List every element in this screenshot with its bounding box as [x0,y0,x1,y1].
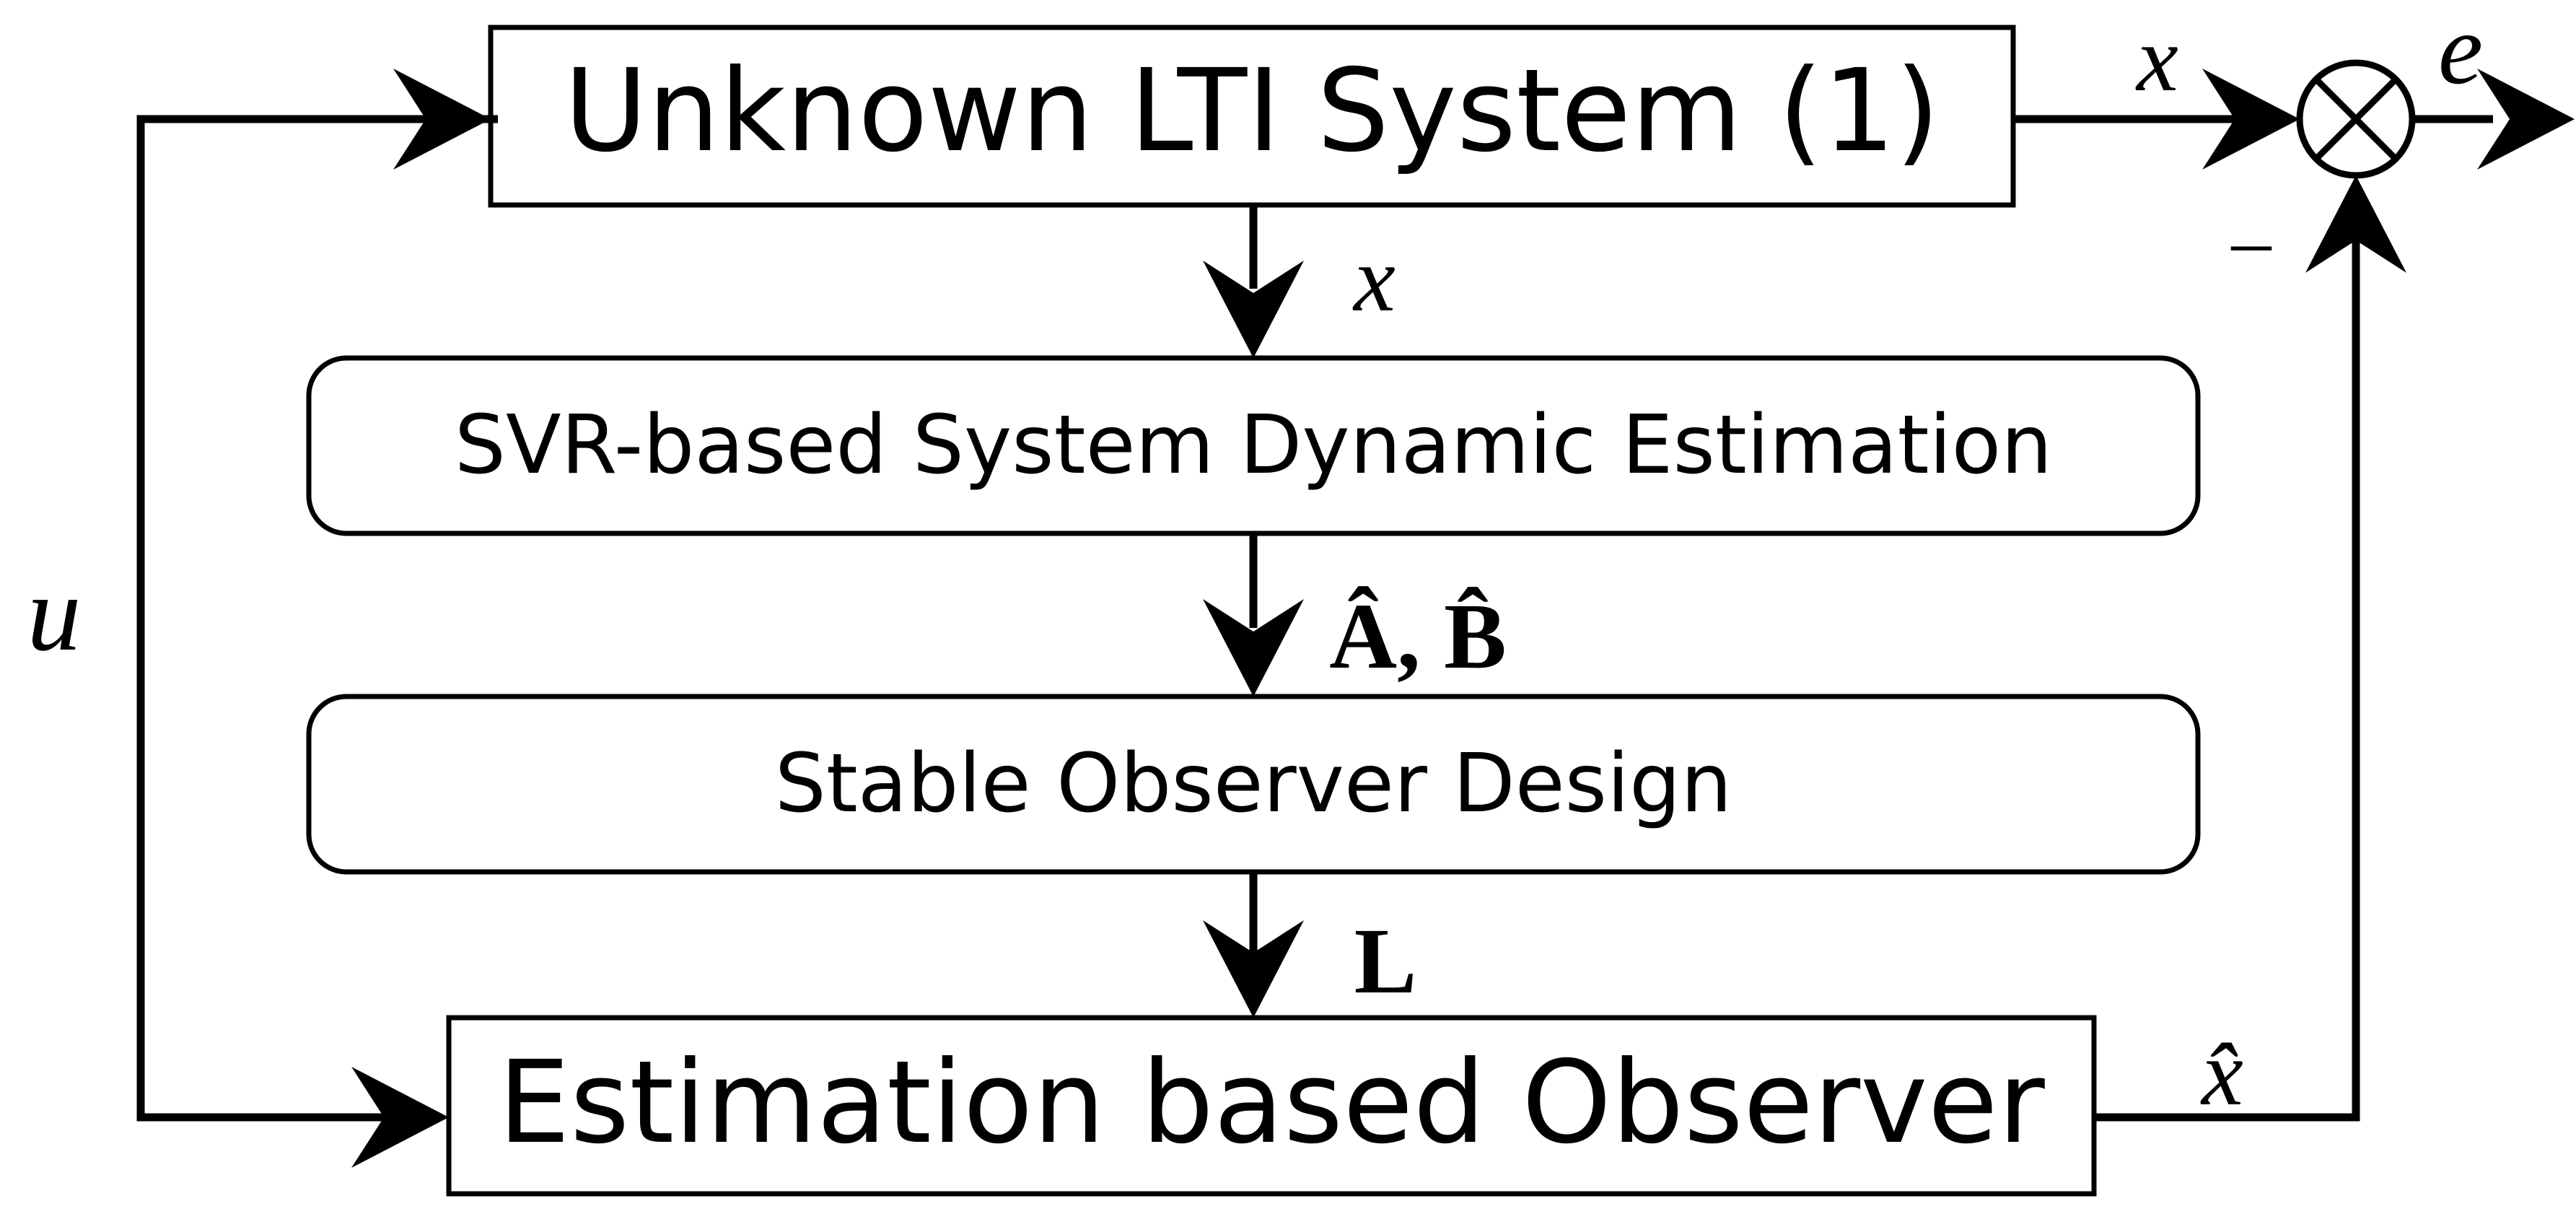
block-stable-observer-design: Stable Observer Design [306,694,2201,875]
signal-e-label: e [2438,0,2483,105]
signal-xhat-label: x̂ [2200,1021,2243,1125]
signal-l-label: L [1354,909,1417,1013]
arrowhead-e-output [2477,69,2575,170]
signal-ab-hat-label: Â, B̂ [1329,585,1507,689]
wire-xhat-feedback [2094,238,2360,1122]
block-estimation-based-observer: Estimation based Observer [446,1015,2097,1197]
arrowhead-into-junction-bottom [2305,175,2406,273]
arrowhead-into-observer [351,1067,449,1168]
arrowhead-into-junction [2202,69,2300,170]
block-unknown-lti-system-label: Unknown LTI System (1) [564,45,1940,178]
block-svr-estimation-label: SVR-based System Dynamic Estimation [455,398,2052,492]
signal-x-down-label: x [1352,227,1396,331]
summing-junction [2296,59,2416,179]
block-svr-estimation: SVR-based System Dynamic Estimation [306,355,2201,536]
block-estimation-based-observer-label: Estimation based Observer [498,1036,2045,1169]
block-stable-observer-design-label: Stable Observer Design [775,737,1732,831]
arrowhead-into-design [1203,599,1304,697]
arrowhead-into-svr [1203,261,1304,358]
block-unknown-lti-system: Unknown LTI System (1) [488,25,2016,208]
arrowhead-into-observer-top [1203,920,1304,1018]
signal-u-label: u [27,554,82,673]
signal-x-output-label: x [2135,7,2178,111]
wire-u-loop [136,115,498,1122]
minus-sign-label: – [2231,196,2272,284]
arrowhead-into-system [393,69,491,170]
